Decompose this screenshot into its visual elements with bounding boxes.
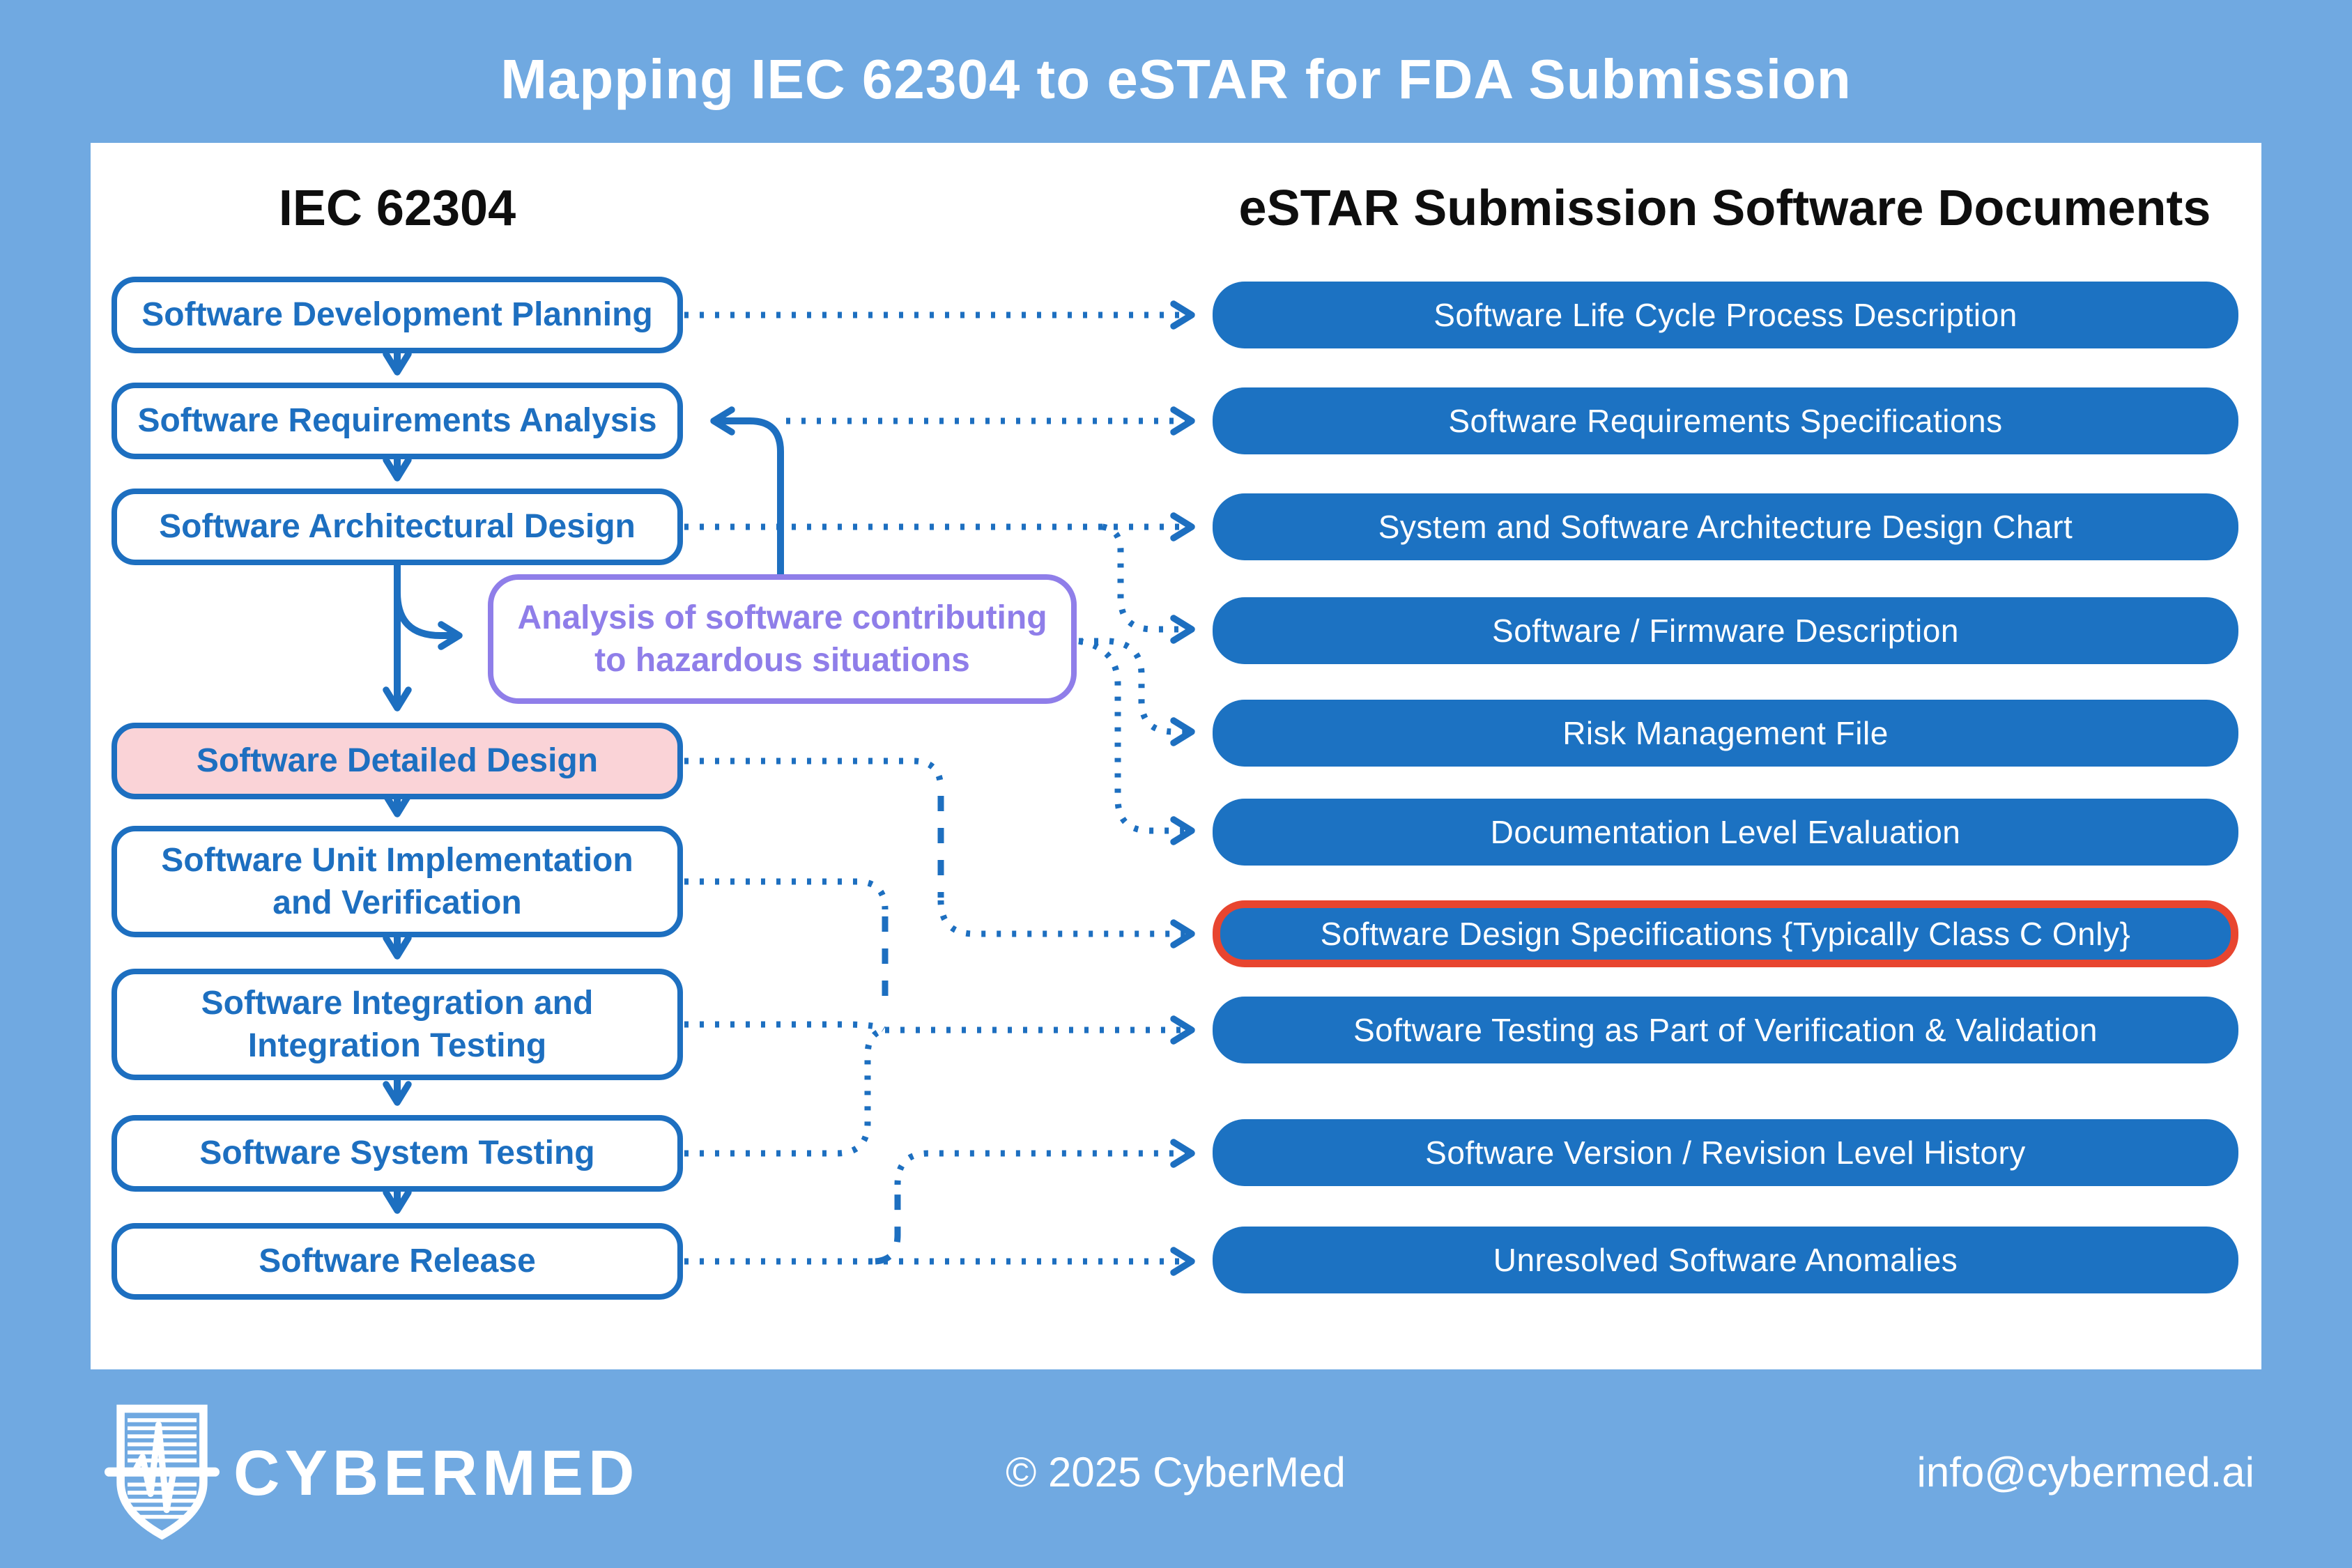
cybermed-logo-shield-icon bbox=[105, 1404, 220, 1540]
map-unitimpl-out bbox=[684, 878, 889, 910]
map-detaildesign-out bbox=[684, 758, 944, 790]
iec-node-architectural-design: Software Architectural Design bbox=[112, 489, 683, 565]
iec-node-software-release: Software Release bbox=[112, 1223, 683, 1300]
iec-node-system-testing: Software System Testing bbox=[112, 1115, 683, 1192]
estar-doc-unresolved-anomalies: Unresolved Software Anomalies bbox=[1213, 1227, 2238, 1293]
iec-node-detailed-design: Software Detailed Design bbox=[112, 723, 683, 799]
iec-node-integration-testing: Software Integration and Integration Tes… bbox=[112, 969, 683, 1080]
map-release-to-versionhistory bbox=[894, 1139, 1195, 1185]
column-header-estar: eSTAR Submission Software Documents bbox=[1238, 180, 2211, 236]
estar-doc-testing-vandv: Software Testing as Part of Verification… bbox=[1213, 997, 2238, 1063]
map-release-up-channel bbox=[875, 1186, 901, 1265]
map-detaildesign-to-designspecs bbox=[937, 900, 1195, 948]
contact-email: info@cybermed.ai bbox=[1916, 1449, 2254, 1496]
estar-doc-lifecycle-description: Software Life Cycle Process Description bbox=[1213, 282, 2238, 348]
hazard-analysis-note: Analysis of software contributing to haz… bbox=[488, 574, 1077, 704]
map-hazard-to-doclevel bbox=[1078, 638, 1195, 845]
estar-doc-requirements-specs: Software Requirements Specifications bbox=[1213, 387, 2238, 454]
iec-node-unit-implementation: Software Unit Implementation and Verific… bbox=[112, 826, 683, 937]
estar-doc-design-specs-classc: Software Design Specifications {Typicall… bbox=[1213, 900, 2238, 967]
estar-doc-architecture-chart: System and Software Architecture Design … bbox=[1213, 493, 2238, 560]
iec-node-requirements-analysis: Software Requirements Analysis bbox=[112, 383, 683, 459]
map-hazard-to-riskfile bbox=[1079, 638, 1195, 746]
flow-branch-to-hazard-analysis bbox=[394, 592, 463, 650]
estar-doc-documentation-level: Documentation Level Evaluation bbox=[1213, 799, 2238, 866]
map-systemtesting-out bbox=[684, 1027, 886, 1157]
estar-doc-risk-management-file: Risk Management File bbox=[1213, 700, 2238, 767]
copyright-text: © 2025 CyberMed bbox=[1006, 1449, 1346, 1496]
column-header-iec62304: IEC 62304 bbox=[278, 180, 516, 236]
map-integration-out bbox=[684, 1021, 886, 1032]
brand-wordmark: CYBERMED bbox=[233, 1438, 640, 1509]
map-architecture-to-firmwaredesc bbox=[1102, 523, 1195, 644]
iec-node-development-planning: Software Development Planning bbox=[112, 277, 683, 353]
feedback-hazard-to-requirements bbox=[710, 406, 784, 576]
page-title: Mapping IEC 62304 to eSTAR for FDA Submi… bbox=[500, 48, 1852, 110]
estar-doc-version-history: Software Version / Revision Level Histor… bbox=[1213, 1119, 2238, 1186]
estar-doc-firmware-description: Software / Firmware Description bbox=[1213, 597, 2238, 664]
